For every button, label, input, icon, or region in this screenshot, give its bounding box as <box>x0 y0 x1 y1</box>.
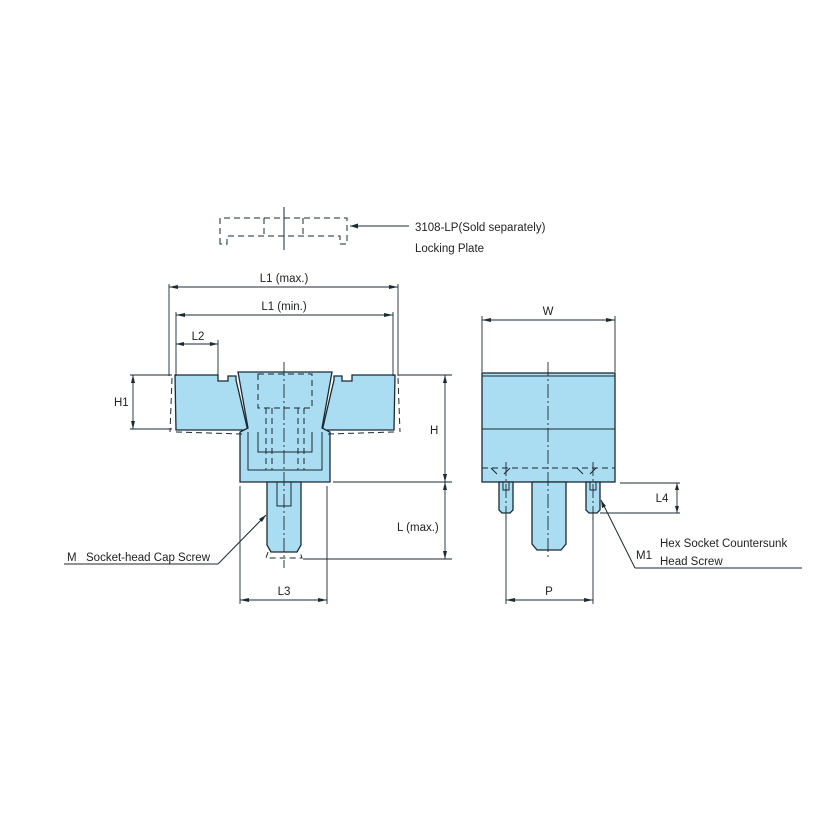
dim-l2 <box>176 340 219 376</box>
dim-label-l3: L3 <box>278 586 291 598</box>
callout-m-code: M <box>67 552 77 564</box>
locking-plate-part-number: 3108-LP(Sold separately) <box>415 222 546 234</box>
dim-h1 <box>130 374 172 430</box>
dim-w <box>481 316 616 372</box>
callout-m-leader <box>64 514 267 565</box>
dim-label-p: P <box>545 586 553 598</box>
dim-label-l1-max: L1 (max.) <box>260 273 309 285</box>
dim-h <box>333 374 452 483</box>
callout-m1-line2: Head Screw <box>660 556 723 568</box>
callout-m1-leader <box>600 499 802 569</box>
dim-l4 <box>600 482 680 514</box>
dim-label-h: H <box>430 425 438 437</box>
dim-label-w: W <box>543 306 554 318</box>
callout-m1-code: M1 <box>636 550 652 562</box>
dim-label-l1-min: L1 (min.) <box>261 301 307 313</box>
front-view-body <box>169 362 401 568</box>
locking-plate-name: Locking Plate <box>415 243 484 255</box>
dim-l3 <box>239 486 328 604</box>
callout-m1-line1: Hex Socket Countersunk <box>660 538 787 550</box>
side-view-body <box>481 362 616 560</box>
dim-label-l2: L2 <box>192 331 205 343</box>
locking-plate-leader <box>350 223 409 229</box>
locking-plate-outline <box>219 207 348 250</box>
dim-label-l-max: L (max.) <box>397 522 439 534</box>
dim-label-l4: L4 <box>656 493 669 505</box>
callout-m-text: Socket-head Cap Screw <box>86 552 211 564</box>
dim-p <box>505 516 594 604</box>
dim-label-h1: H1 <box>114 397 129 409</box>
dim-l1-min <box>175 312 394 376</box>
dim-l1-max <box>168 284 399 376</box>
dim-l-max <box>303 482 452 560</box>
